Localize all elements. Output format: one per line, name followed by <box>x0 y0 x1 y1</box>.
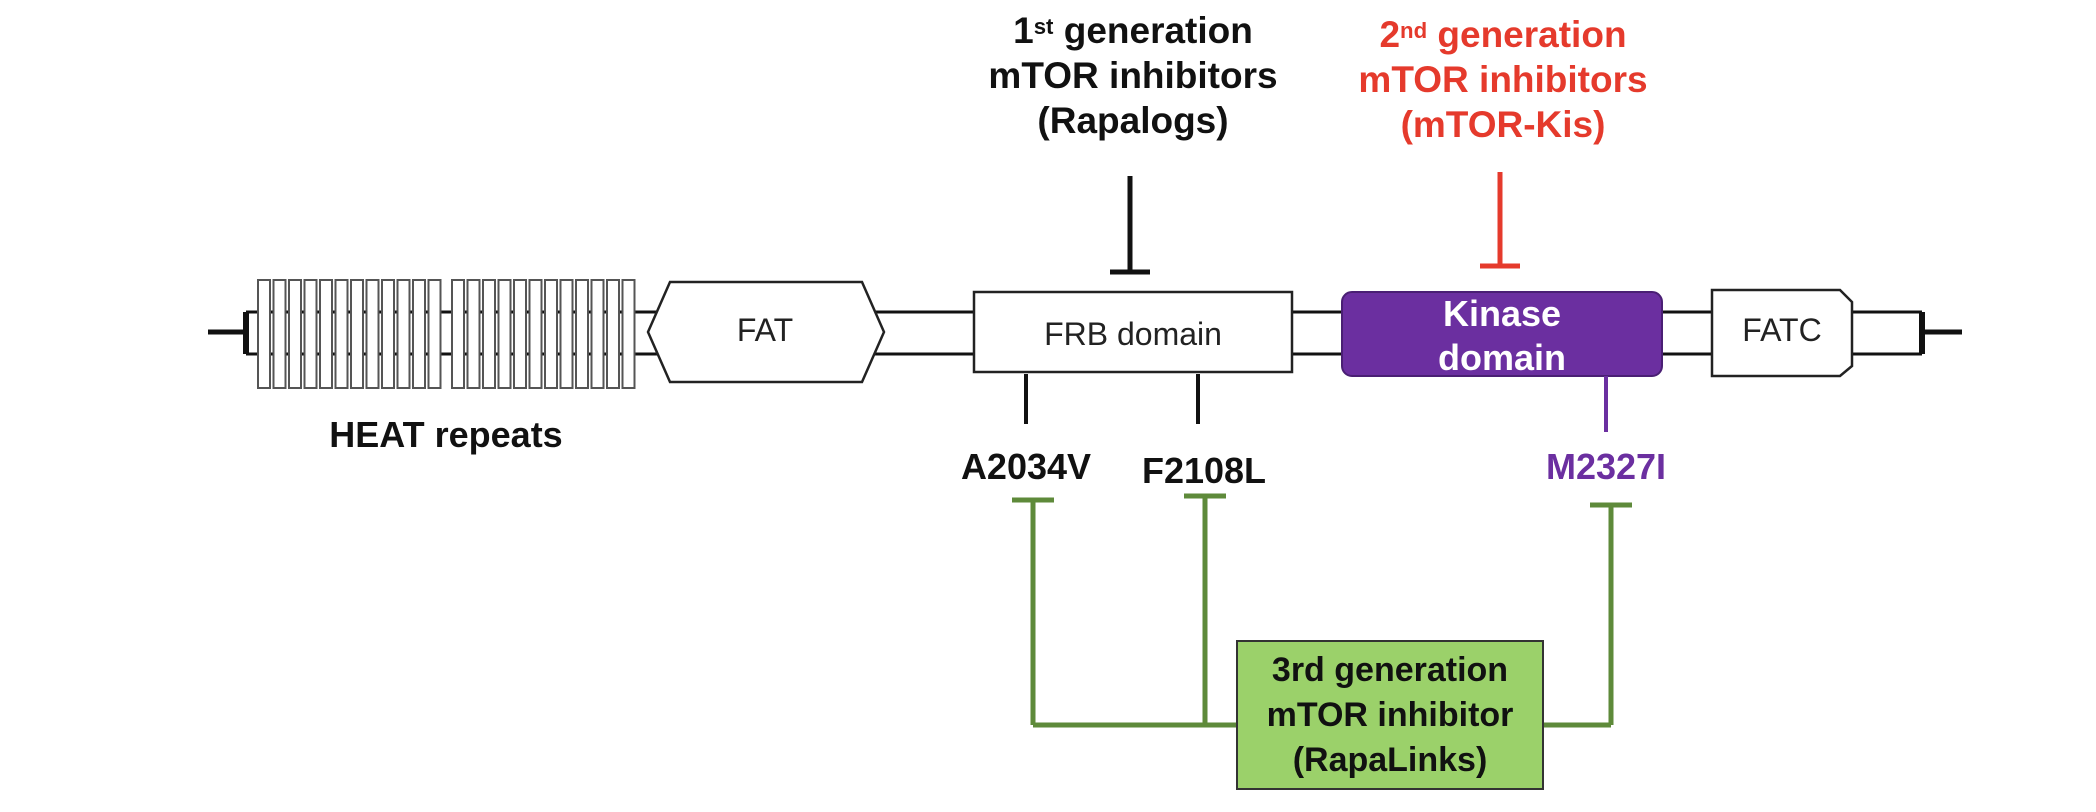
kinase-domain-shape <box>1341 291 1663 377</box>
heat-repeat-segment <box>381 279 395 389</box>
heat-repeat-segment <box>365 279 380 389</box>
heat-repeat-segment <box>334 279 349 389</box>
heat-repeat-segment <box>575 279 589 389</box>
kinase-label-line2: domain <box>1437 337 1566 378</box>
heat-repeat-segment <box>590 279 605 389</box>
fatc-label: FATC <box>1742 312 1822 348</box>
heat-repeat-segment <box>497 279 512 389</box>
heat-repeats-group-1 <box>257 279 442 389</box>
kinase-label-line1: Kinase <box>1442 293 1562 334</box>
heat-repeat-segment <box>513 279 527 389</box>
heat-repeat-segment <box>412 279 426 389</box>
gen3-inhibitor-box: 3rd generation mTOR inhibitor (RapaLinks… <box>1236 640 1544 790</box>
f2108l-label: F2108L <box>1141 450 1267 491</box>
heat-repeat-segment <box>427 279 442 389</box>
gen2-line2: mTOR inhibitors <box>1358 59 1648 100</box>
heat-repeat-segment <box>451 279 465 389</box>
a2034v-label: A2034V <box>960 446 1092 487</box>
heat-repeat-segment <box>350 279 364 389</box>
gen1-inhibition-bar <box>1110 176 1150 275</box>
gen2-line3: (mTOR-Kis) <box>1400 104 1606 145</box>
gen2-line1: 2nd generation <box>1379 14 1627 55</box>
m2327i-label: M2327I <box>1545 446 1667 487</box>
heat-repeat-segment <box>621 279 636 389</box>
heat-repeats-label: HEAT repeats <box>329 414 563 455</box>
heat-repeat-segment <box>396 279 411 389</box>
heat-repeat-segment <box>482 279 496 389</box>
fat-domain-shape <box>646 280 886 384</box>
gen2-inhibition-bar <box>1480 172 1520 269</box>
gen3-connectors <box>1012 493 1632 728</box>
gen1-line2: mTOR inhibitors <box>988 55 1278 96</box>
heat-repeats-group-2 <box>451 279 636 389</box>
heat-repeat-segment <box>559 279 574 389</box>
heat-repeat-segment <box>528 279 543 389</box>
heat-repeat-segment <box>466 279 481 389</box>
fatc-domain-shape <box>1710 288 1854 378</box>
gen2-label: 2nd generation mTOR inhibitors (mTOR-Kis… <box>1348 12 1658 147</box>
heat-repeat-segment <box>303 279 318 389</box>
gen1-line3: (Rapalogs) <box>1037 100 1229 141</box>
kinase-label: Kinase domain <box>1342 292 1662 380</box>
heat-repeat-segment <box>288 279 302 389</box>
gen1-label: 1st generation mTOR inhibitors (Rapalogs… <box>978 8 1288 143</box>
heat-repeat-segment <box>257 279 271 389</box>
fat-label: FAT <box>736 312 794 348</box>
heat-repeat-segment <box>544 279 558 389</box>
heat-repeat-segment <box>606 279 620 389</box>
gen1-line1: 1st generation <box>1013 10 1253 51</box>
gen3-line3: (RapaLinks) <box>1292 740 1488 779</box>
frb-label: FRB domain <box>1044 316 1222 352</box>
heat-repeat-segment <box>272 279 287 389</box>
gen3-line1: 3rd generation <box>1271 650 1509 689</box>
heat-repeat-segment <box>319 279 333 389</box>
gen3-line2: mTOR inhibitor <box>1266 695 1514 734</box>
frb-domain-shape <box>972 290 1294 374</box>
